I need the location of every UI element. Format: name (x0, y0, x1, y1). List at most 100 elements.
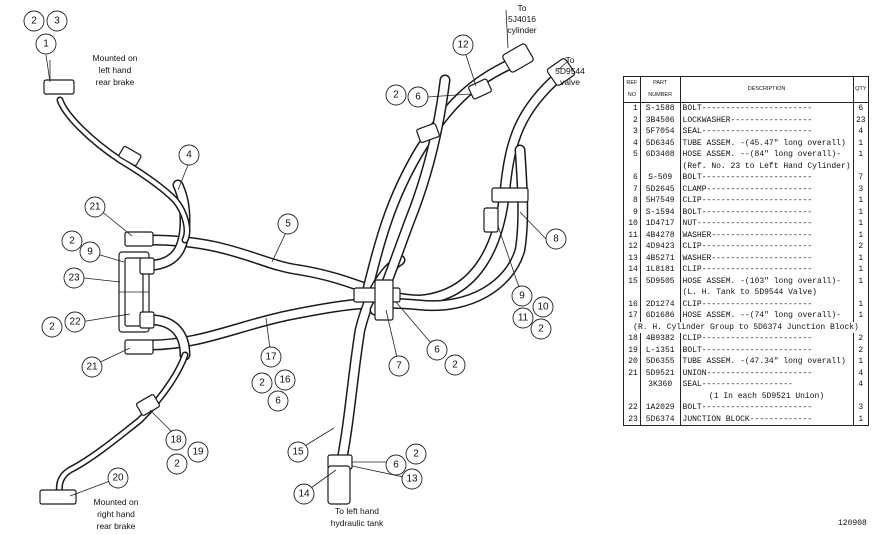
cell-description: (1 In each 5D9521 Union) (708, 391, 825, 401)
svg-text:21: 21 (86, 362, 98, 373)
cell-part-number: 5D6345 (640, 137, 681, 149)
cell-part-number: 5D6374 (640, 413, 681, 426)
cell-ref-no: 14 (623, 264, 641, 276)
cell-part-number: 2D1274 (640, 298, 681, 310)
cell-description: WASHER--------------------- (682, 230, 813, 240)
cell-ref-no (623, 160, 641, 172)
cell-ref-no: 17 (623, 310, 641, 322)
svg-text:2: 2 (69, 236, 75, 247)
to-tank-line2: hydraulic tank (331, 518, 384, 528)
cell-qty: 4 (852, 379, 870, 391)
cell-ref-no: 2 (623, 114, 641, 126)
cell-part-number: 6D3408 (640, 149, 681, 161)
svg-text:9: 9 (519, 291, 525, 302)
svg-text:6: 6 (415, 92, 421, 103)
mounted-right-line1: Mounted on (94, 497, 139, 507)
to-cylinder-line2: 5J4016 (508, 14, 536, 24)
cell-description: CLIP----------------------- (682, 196, 813, 205)
svg-text:17: 17 (265, 352, 277, 363)
callout-bubble: 5 (277, 213, 299, 235)
callout-bubble: 10 (532, 296, 554, 318)
svg-text:18: 18 (170, 435, 182, 446)
cell-qty: 3 (852, 402, 870, 414)
cell-ref-no: 10 (623, 218, 641, 230)
table-row: (R. H. Cylinder Group to 5D6374 Junction… (623, 321, 869, 333)
cell-part-number: 4D9423 (640, 241, 681, 253)
cell-qty (852, 287, 870, 299)
cell-qty: 1 (852, 252, 870, 264)
cell-description: BOLT----------------------- (682, 345, 813, 355)
svg-text:12: 12 (457, 40, 469, 51)
cell-part-number: L-1351 (640, 344, 681, 356)
cell-qty: 2 (852, 333, 870, 345)
svg-text:16: 16 (279, 375, 291, 386)
mounted-left-line3: rear brake (96, 77, 135, 87)
svg-text:6: 6 (434, 345, 440, 356)
to-valve-line2: 5D9544 (555, 66, 585, 76)
mounted-right-line2: right hand (97, 509, 135, 519)
cell-ref-no: 4 (623, 137, 641, 149)
cell-description: CLIP----------------------- (682, 299, 813, 309)
cell-ref-no: 1 (623, 102, 641, 115)
callout-bubble: 2 (251, 372, 273, 394)
cell-ref-no: 8 (623, 195, 641, 207)
callout-bubble: 4 (178, 144, 200, 166)
svg-text:13: 13 (406, 474, 418, 485)
brake-fittings (39, 60, 77, 505)
cell-qty: 6 (852, 102, 870, 115)
cell-part-number: 3K360 (640, 379, 681, 391)
to-cylinder-line3: cylinder (507, 25, 536, 35)
callout-bubble: 21 (84, 196, 106, 218)
callout-bubble: 2 (166, 453, 188, 475)
callout-bubble: 12 (452, 34, 474, 56)
cell-ref-no: 19 (623, 344, 641, 356)
cell-ref-no: 9 (623, 206, 641, 218)
callout-bubble: 9 (511, 285, 533, 307)
union-fittings (124, 231, 155, 355)
svg-text:19: 19 (192, 447, 204, 458)
cell-qty: 3 (852, 183, 870, 195)
cell-qty: 1 (852, 149, 870, 161)
callout-bubble: 6 (385, 454, 407, 476)
callout-bubble: 1 (35, 33, 57, 55)
mounted-left-line1: Mounted on (93, 53, 138, 63)
cell-part-number (640, 287, 681, 299)
cell-part-number: 5D6355 (640, 356, 681, 368)
cell-qty: 1 (852, 206, 870, 218)
callout-bubble: 2 (405, 443, 427, 465)
cell-description: CLIP----------------------- (682, 265, 813, 274)
svg-text:20: 20 (112, 473, 124, 484)
cell-ref-no: 3 (623, 126, 641, 138)
cell-part-number: 3B4506 (640, 114, 681, 126)
table-row: (Ref. No. 23 to Left Hand Cylinder) (623, 160, 870, 172)
cell-ref-no: 6 (623, 172, 641, 184)
svg-text:3: 3 (54, 16, 60, 27)
figure-id: 120908 (838, 519, 867, 528)
cell-qty: 1 (852, 356, 870, 368)
cell-qty: 2 (852, 241, 870, 253)
svg-text:11: 11 (518, 313, 529, 324)
callout-bubble: 7 (388, 355, 410, 377)
cell-description: BOLT----------------------- (682, 173, 813, 182)
cell-part-number: S-1588 (640, 102, 681, 115)
location-labels: Mounted on left hand rear brake Mounted … (93, 3, 586, 531)
callout-bubble: 16 (274, 369, 296, 391)
svg-text:14: 14 (298, 489, 310, 500)
cell-qty: 1 (852, 195, 870, 207)
cell-qty (852, 160, 870, 172)
cell-qty: 1 (852, 137, 870, 149)
cell-ref-no (623, 390, 641, 402)
header-part-number: Part Number (639, 76, 681, 103)
mounted-left-line2: left hand (99, 65, 132, 75)
header-description: Description (679, 76, 854, 103)
cell-qty: 4 (852, 126, 870, 138)
svg-text:1: 1 (43, 39, 49, 50)
cell-part-number: 1A2029 (640, 402, 681, 414)
svg-text:6: 6 (393, 460, 399, 471)
